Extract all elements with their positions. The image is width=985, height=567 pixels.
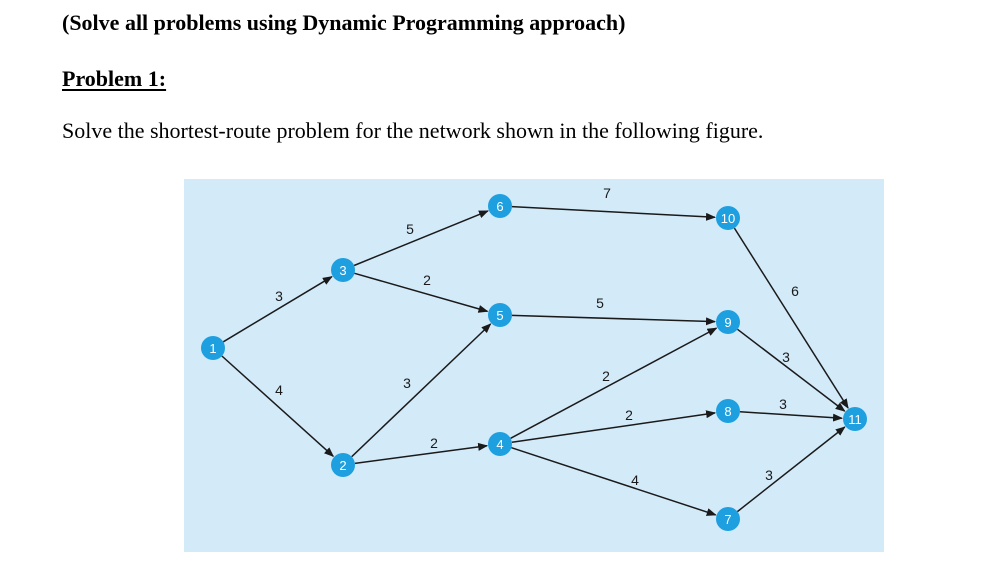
node-1: 1 <box>201 336 225 360</box>
problem-statement: Solve the shortest-route problem for the… <box>62 118 764 143</box>
edge-layer: 3 4 5 2 3 2 7 5 2 2 4 6 3 3 3 <box>221 185 849 516</box>
node-circle-3 <box>331 258 355 282</box>
edge-weight-10-11: 6 <box>791 283 799 299</box>
node-label-9: 9 <box>724 315 731 330</box>
edge-1-2 <box>221 355 335 457</box>
node-circle-1 <box>201 336 225 360</box>
node-label-7: 7 <box>724 512 731 527</box>
node-layer: 1 2 3 4 5 6 7 8 9 10 11 <box>201 194 867 531</box>
network-diagram: 3 4 5 2 3 2 7 5 2 2 4 6 3 3 3 1 2 3 4 5 6 7 8 9 10 11 <box>201 185 867 531</box>
node-label-2: 2 <box>339 458 346 473</box>
edge-weight-8-11: 3 <box>779 396 787 412</box>
edge-weight-2-4: 2 <box>430 435 438 451</box>
node-label-3: 3 <box>339 263 346 278</box>
node-8: 8 <box>716 399 740 423</box>
edge-weight-1-3: 3 <box>275 288 283 304</box>
edge-weight-3-5: 2 <box>423 272 431 288</box>
edge-weight-5-9: 5 <box>596 295 604 311</box>
edge-weight-4-9: 2 <box>602 368 610 384</box>
node-circle-10 <box>716 206 740 230</box>
node-circle-2 <box>331 453 355 477</box>
node-3: 3 <box>331 258 355 282</box>
edge-weight-4-8: 2 <box>625 407 633 423</box>
node-label-5: 5 <box>496 308 503 323</box>
edge-4-7 <box>511 446 717 516</box>
edge-3-5 <box>354 272 489 313</box>
node-circle-11 <box>843 407 867 431</box>
edge-2-4 <box>354 442 489 465</box>
node-circle-7 <box>716 507 740 531</box>
node-9: 9 <box>716 310 740 334</box>
edge-6-10 <box>511 205 716 221</box>
node-label-1: 1 <box>209 341 216 356</box>
edge-weight-7-11: 3 <box>765 467 773 483</box>
edge-weight-1-2: 4 <box>275 382 283 398</box>
edge-4-8 <box>511 410 717 444</box>
edge-7-11 <box>736 426 846 513</box>
node-5: 5 <box>488 303 512 327</box>
edge-1-3 <box>222 276 333 343</box>
edge-8-11 <box>739 411 843 422</box>
node-7: 7 <box>716 507 740 531</box>
edge-2-5 <box>351 323 492 458</box>
node-circle-6 <box>488 194 512 218</box>
edge-9-11 <box>737 328 846 412</box>
problem-set-instruction: (Solve all problems using Dynamic Progra… <box>62 10 626 35</box>
edge-weight-4-7: 4 <box>631 472 639 488</box>
network-figure: 3 4 5 2 3 2 7 5 2 2 4 6 3 3 3 1 2 3 4 5 6 7 8 9 10 11 <box>184 179 884 552</box>
node-2: 2 <box>331 453 355 477</box>
node-6: 6 <box>488 194 512 218</box>
edge-weight-6-10: 7 <box>603 185 611 201</box>
node-10: 10 <box>716 206 740 230</box>
edge-weight-9-11: 3 <box>782 349 790 365</box>
node-label-4: 4 <box>496 437 503 452</box>
node-label-8: 8 <box>724 404 731 419</box>
edge-10-11 <box>733 227 849 409</box>
node-circle-8 <box>716 399 740 423</box>
node-label-6: 6 <box>496 199 503 214</box>
node-4: 4 <box>488 432 512 456</box>
node-label-11: 11 <box>848 412 862 427</box>
edge-weight-2-5: 3 <box>403 375 411 391</box>
node-11: 11 <box>843 407 867 431</box>
node-circle-9 <box>716 310 740 334</box>
edge-3-6 <box>353 210 489 267</box>
node-label-10: 10 <box>721 211 735 226</box>
edge-weight-3-6: 5 <box>406 221 414 237</box>
node-circle-5 <box>488 303 512 327</box>
node-circle-4 <box>488 432 512 456</box>
edge-4-9 <box>510 327 718 439</box>
problem-heading: Problem 1: <box>62 66 167 91</box>
edge-5-9 <box>511 314 716 326</box>
